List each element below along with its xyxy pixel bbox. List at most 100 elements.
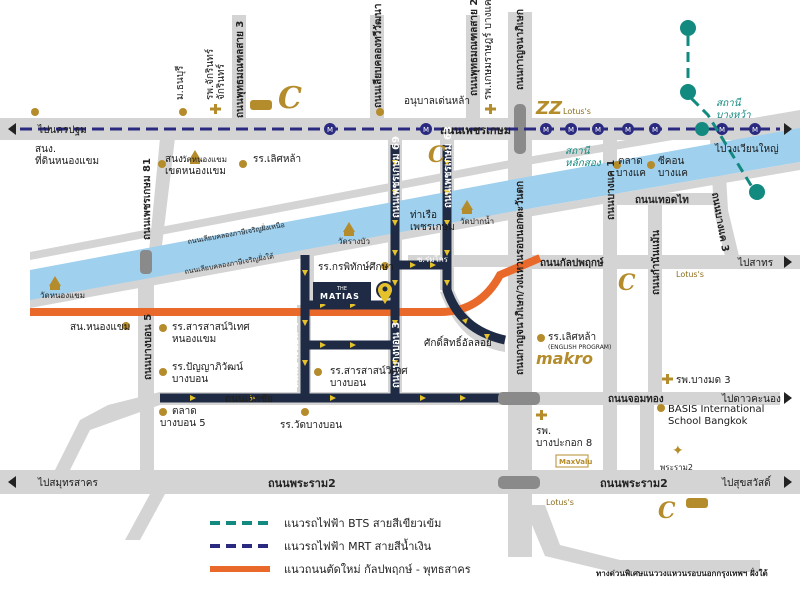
poi-market-bangkae-1: ตลาด [618, 156, 643, 167]
new-road-line [30, 254, 542, 316]
road-kanchanaphisek-ring: ถนนกาญจนาภิเษก/วงแหวนรอบนอกตะวันตก [514, 181, 526, 375]
overpass-bot [498, 476, 540, 489]
poi-seacon-1: ซีคอน [658, 155, 684, 167]
footer-expressway: ทางด่วนพิเศษแนววงแหวนรอบนอกกรุงเทพฯ ฝั่ง… [596, 567, 768, 579]
svg-text:M: M [568, 126, 574, 134]
dir-suksawat: ไปสุขสวัสดิ์ [721, 475, 772, 489]
canal-road-north [30, 110, 800, 260]
poi-anuban: อนุบาลเด่นหล้า [404, 95, 470, 107]
poi-lotus-mid: Lotus's [676, 270, 704, 279]
arrow-east-kalpapruek [784, 256, 792, 268]
road-kamnanmaen: ถนนกำนันแม้น [650, 230, 662, 295]
poi-pier-2: เพชรเกษม [410, 222, 455, 233]
matias-name: MATIAS [320, 292, 360, 301]
road-phetkasem: ถนนเพชรเกษม [440, 124, 511, 137]
road-kanchanaphisek-top: ถนนกาญจนาภิเษก [514, 9, 526, 90]
hospital-icons [210, 104, 673, 420]
central-logos: C C C C [278, 81, 676, 524]
road-bangkae1: ถนนบางแค 1 [606, 160, 617, 220]
poi-mrt-station-1: สถานี [565, 145, 591, 157]
maxvalu-box [555, 454, 589, 468]
matias-pin-dot [382, 286, 388, 292]
road-liabthawi: ถนนเลียบคลองทวีวัฒนา [372, 4, 384, 109]
poi-bts-station-1: สถานี [716, 97, 742, 109]
arrow-east-rama2 [784, 476, 792, 488]
arrow-west-rama2 [8, 476, 16, 488]
poi-wat-rangbua: วัดรางบัว [338, 237, 370, 246]
poi-district-1: สนง. [165, 154, 186, 165]
poi-sarasas-bb-1: รร.สารสาสน์วิเทศ [330, 365, 408, 377]
arrow-west-phetkasem [8, 123, 16, 135]
poi-basis-1: BASIS International [668, 404, 764, 415]
poi-kasemrad: รพ.เกษมราษฎร์ บางแค [482, 0, 494, 100]
route-arrows [190, 160, 490, 401]
poi-landoffice-2: ที่ดินหนองแขม [35, 153, 99, 167]
road-network [0, 12, 800, 572]
poi-lotus-top: Lotus's [563, 107, 591, 116]
road-bangbon5: ถนนบางบอน 5 [143, 314, 154, 380]
dir-daokhanong: ไปดาวคะนอง [721, 393, 781, 405]
poi-sakdisit: ศักดิ์สิทธิ์อัลลอย [424, 335, 492, 349]
bts-stations [680, 20, 765, 200]
poi-wat-khlong: วัดหนองแขม [40, 291, 85, 300]
poi-bangmod: รพ.บางมด 3 [676, 375, 731, 386]
road-theodthai: ถนนเทอดไท [635, 193, 689, 206]
poi-district-2: เขตหนองแขม [165, 166, 226, 177]
svg-text:M: M [625, 126, 631, 134]
road-bangbon3: ถนนบางบอน 3 [391, 322, 402, 388]
poi-market-bb-1: ตลาด [172, 406, 197, 417]
poi-lotus-bot: Lotus's [546, 498, 574, 507]
poi-wat-bangbon: รร.วัดบางบอน [280, 420, 342, 431]
poi-lertla-ep-1: รร.เลิศหล้า [548, 331, 596, 343]
svg-text:C: C [428, 142, 446, 168]
svg-text:M: M [719, 126, 725, 134]
poi-hospital-1: รพ.จักรินทร์ [204, 48, 216, 100]
road-phetkasem69: ถนนเพชรเกษม 69 [391, 136, 402, 218]
poi-wat-nongkham: วัดหนองแขม [182, 155, 227, 164]
svg-text:C: C [278, 81, 302, 116]
bts-line [686, 20, 762, 201]
poi-bunyapa-1: รร.ปัญญาภิวัฒน์ [172, 361, 243, 373]
poi-wat-pak: วัดปากน้ำ [460, 215, 494, 226]
poi-mrt-station-2: หลักสอง [565, 158, 602, 169]
road-phetkasem63: ถนนเพชรเกษม 63 [443, 126, 454, 208]
homepro-badge-1 [250, 100, 272, 110]
overpass-mid [498, 392, 540, 405]
road-soi-romkrao: ซ.ร่มโกร [417, 254, 449, 264]
poi-sarasas-bb-2: บางบอน [330, 378, 366, 389]
legend: แนวรถไฟฟ้า BTS สายสีเขียวเข้ม แนวรถไฟฟ้า… [210, 517, 471, 576]
poi-thonburi-uni: ม.ธนบุรี [174, 65, 186, 100]
poi-kasetsart: รร.กรพิทักษ์ศึกษา [318, 261, 394, 273]
svg-text:M: M [543, 126, 549, 134]
svg-text:C: C [658, 498, 676, 524]
matias-box [313, 282, 371, 304]
svg-text:M: M [652, 126, 658, 134]
svg-text:M: M [752, 126, 758, 134]
poi-seacon-2: บางแค [658, 168, 688, 179]
road-kalpapruek: ถนนกัลปพฤกษ์ [540, 257, 604, 269]
legend-bts: แนวรถไฟฟ้า BTS สายสีเขียวเข้ม [284, 517, 441, 530]
poi-bts-station-2: บางหว้า [716, 109, 751, 121]
poi-sarasas-2: หนองแขม [172, 334, 216, 345]
canal-road-south [30, 162, 800, 308]
canal [30, 128, 800, 302]
road-phetkasem81: ถนนเพชรเกษม 81 [142, 158, 153, 240]
mrt-stations: M M M M M M M M M [324, 123, 761, 135]
temple-icons [49, 150, 473, 290]
poi-market-bangkae-2: บางแค [616, 168, 646, 179]
svg-text:M: M [327, 126, 333, 134]
poi-maxvalu: MaxValu [559, 458, 592, 466]
svg-text:M: M [423, 126, 429, 134]
arrow-east-phetkasem [784, 123, 792, 135]
poi-landoffice-1: สนง. [35, 144, 56, 155]
poi-pier-1: ท่าเรือ [410, 209, 437, 221]
poi-bangprakok-1: รพ. [536, 426, 551, 437]
poi-bangprakok-2: บางปะกอก 8 [536, 438, 592, 449]
dir-samutsakhon: ไปสมุทรสาคร [37, 477, 98, 489]
dir-nakhonpathom: ไปนครปฐม [37, 124, 87, 136]
svg-text:C: C [618, 270, 636, 296]
road-bangbon4: ถนนบางบอน 4 [290, 322, 301, 388]
matias-top: THE [336, 286, 347, 292]
poi-police: สน.หนองแขม [70, 322, 130, 333]
